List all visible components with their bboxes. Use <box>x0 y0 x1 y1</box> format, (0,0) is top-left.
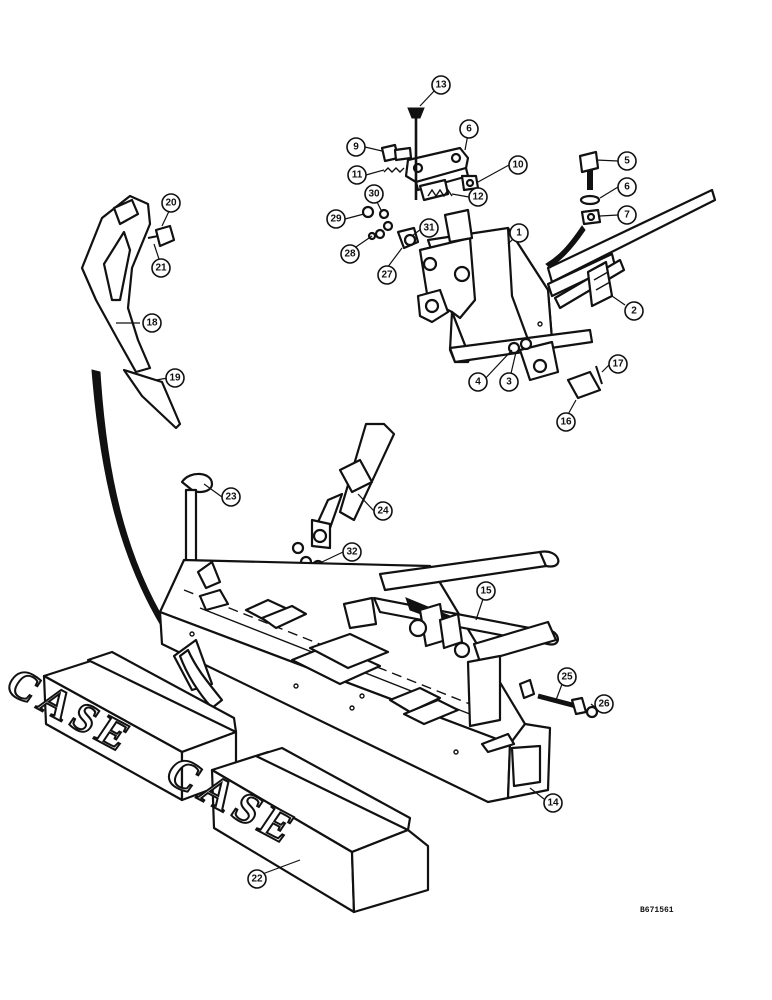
callout-20: 20 <box>161 193 181 213</box>
callout-5: 5 <box>617 151 637 171</box>
callout-25: 25 <box>557 667 577 687</box>
callout-6-upper: 6 <box>459 119 479 139</box>
callout-24: 24 <box>373 501 393 521</box>
callout-3-label: 3 <box>506 377 512 388</box>
drawing-reference-code: B671561 <box>640 906 674 915</box>
callout-10: 10 <box>508 155 528 175</box>
callout-4-label: 4 <box>475 377 481 388</box>
callout-11: 11 <box>347 165 367 185</box>
callout-22: 22 <box>247 869 267 889</box>
bolt-25 <box>518 678 599 719</box>
callout-31-label: 31 <box>423 223 435 234</box>
callout-17: 17 <box>608 354 628 374</box>
callout-14-label: 14 <box>547 798 559 809</box>
callout-2: 2 <box>624 301 644 321</box>
callout-22-label: 22 <box>251 874 263 885</box>
counterweight-lower: CASE <box>155 746 430 914</box>
callout-25-label: 25 <box>561 672 573 683</box>
callout-13: 13 <box>431 75 451 95</box>
callout-17-label: 17 <box>612 359 624 370</box>
callout-18: 18 <box>142 313 162 333</box>
callout-9-label: 9 <box>353 142 359 153</box>
callout-3: 3 <box>499 372 519 392</box>
callout-28: 28 <box>340 244 360 264</box>
callout-31: 31 <box>419 218 439 238</box>
callout-32: 32 <box>342 542 362 562</box>
callout-29-label: 29 <box>330 214 342 225</box>
callout-15: 15 <box>476 581 496 601</box>
callout-21: 21 <box>151 258 171 278</box>
callout-23: 23 <box>221 487 241 507</box>
nut-10 <box>460 174 480 192</box>
callout-26: 26 <box>594 694 614 714</box>
callout-21-label: 21 <box>155 263 167 274</box>
callout-23-label: 23 <box>225 492 237 503</box>
link-plate <box>404 146 470 202</box>
callout-12: 12 <box>468 187 488 207</box>
callout-7: 7 <box>617 205 637 225</box>
mounting-bracket <box>416 208 594 382</box>
callout-1: 1 <box>509 223 529 243</box>
callout-10-label: 10 <box>512 160 524 171</box>
callout-7-label: 7 <box>624 210 630 221</box>
callout-18-label: 18 <box>146 318 158 329</box>
callout-6-lower: 6 <box>617 177 637 197</box>
callout-16-label: 16 <box>560 417 572 428</box>
callout-29: 29 <box>326 209 346 229</box>
callout-19: 19 <box>165 368 185 388</box>
callout-1-label: 1 <box>516 228 522 239</box>
callout-5-label: 5 <box>624 156 630 167</box>
callout-28-label: 28 <box>344 249 356 260</box>
bolt-washer-nut <box>578 150 602 226</box>
callout-16: 16 <box>556 412 576 432</box>
callout-12-label: 12 <box>472 192 484 203</box>
callout-20-label: 20 <box>165 198 177 209</box>
pin-and-cotter <box>507 337 603 400</box>
callout-24-label: 24 <box>377 506 389 517</box>
callout-2-label: 2 <box>631 306 637 317</box>
callout-15-label: 15 <box>480 586 492 597</box>
callout-19-label: 19 <box>169 373 181 384</box>
cross-arm <box>172 550 560 728</box>
callout-9: 9 <box>346 137 366 157</box>
callout-4: 4 <box>468 372 488 392</box>
callout-30-label: 30 <box>368 189 380 200</box>
callout-14: 14 <box>543 793 563 813</box>
ripper-shank <box>80 194 182 430</box>
callout-26-label: 26 <box>598 699 610 710</box>
callout-13-label: 13 <box>435 80 447 91</box>
callout-27-label: 27 <box>381 270 393 281</box>
callout-30: 30 <box>364 184 384 204</box>
callout-6-upper-label: 6 <box>466 124 472 135</box>
callout-27: 27 <box>377 265 397 285</box>
callout-6-lower-label: 6 <box>624 182 630 193</box>
callout-11-label: 11 <box>352 170 363 181</box>
bolt-and-springs <box>380 143 453 198</box>
vertical-pin <box>407 107 425 200</box>
assembly-path-arm <box>545 225 586 269</box>
callout-32-label: 32 <box>346 547 358 558</box>
hitch-arm <box>546 188 717 310</box>
nut-washer-cluster <box>361 205 420 250</box>
